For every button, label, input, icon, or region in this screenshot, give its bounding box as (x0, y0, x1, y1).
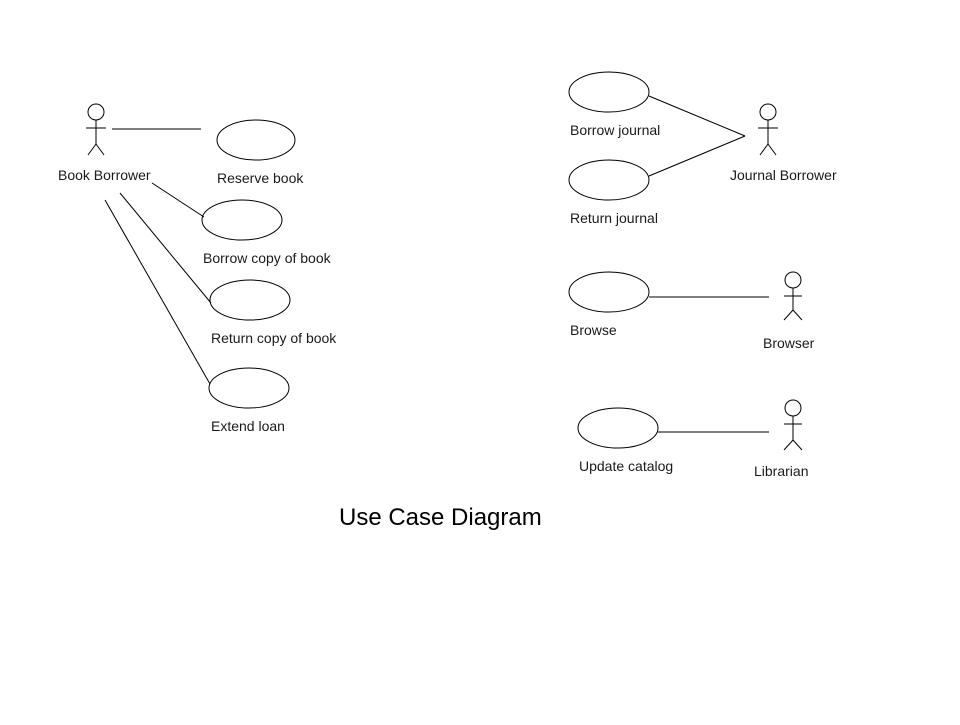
actor-browser-label: Browser (763, 335, 815, 351)
use-case-return-journal-label: Return journal (570, 210, 658, 226)
association-book-borrower-return-copy (119, 192, 212, 304)
actor-librarian-figure (783, 399, 803, 451)
actor-book-borrower-label: Book Borrower (58, 167, 151, 183)
use-case-browse-ellipse (568, 271, 650, 313)
use-case-borrow-journal-label: Borrow journal (570, 122, 661, 138)
association-journal-borrower-borrow-journal (648, 95, 746, 137)
association-book-borrower-extend-loan (104, 199, 211, 385)
actor-journal-borrower-figure (758, 103, 778, 156)
use-case-reserve-book-ellipse (216, 119, 296, 161)
actor-browser-figure (783, 271, 803, 321)
use-case-return-copy-of-book-label: Return copy of book (211, 330, 337, 346)
use-case-borrow-copy-of-book-label: Borrow copy of book (203, 250, 331, 266)
use-case-update-catalog-ellipse (577, 407, 659, 449)
use-case-return-journal-ellipse (568, 159, 650, 201)
use-case-extend-loan-label: Extend loan (211, 418, 285, 434)
actor-book-borrower-figure (86, 103, 106, 156)
association-journal-borrower-return-journal (648, 135, 746, 177)
use-case-browse-label: Browse (570, 322, 617, 338)
use-case-extend-loan-ellipse (208, 367, 290, 409)
use-case-reserve-book-label: Reserve book (217, 170, 304, 186)
actor-journal-borrower-label: Journal Borrower (730, 167, 837, 183)
association-book-borrower-borrow-copy (151, 182, 205, 218)
use-case-borrow-copy-of-book-ellipse (201, 199, 283, 241)
use-case-borrow-journal-ellipse (568, 71, 650, 113)
use-case-return-copy-of-book-ellipse (209, 279, 291, 321)
actor-librarian-label: Librarian (754, 463, 809, 479)
use-case-update-catalog-label: Update catalog (579, 458, 674, 474)
diagram-title: Use Case Diagram (339, 504, 542, 531)
